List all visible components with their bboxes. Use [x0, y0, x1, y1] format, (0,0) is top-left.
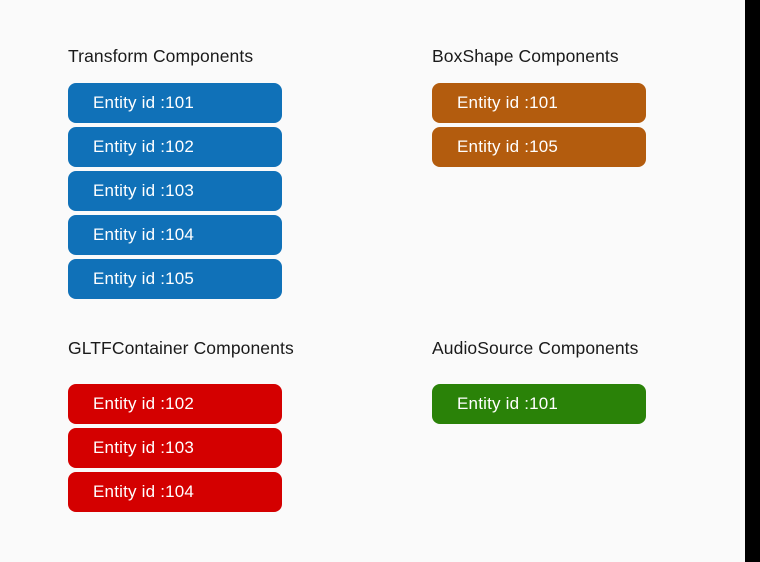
entity-chip[interactable]: Entity id :103 — [68, 428, 282, 468]
entity-chip[interactable]: Entity id :105 — [432, 127, 646, 167]
section-title-audiosource: AudioSource Components — [432, 338, 639, 358]
entity-chip[interactable]: Entity id :101 — [68, 83, 282, 123]
section-audiosource-components: AudioSource Components Entity id :101 — [432, 338, 646, 424]
entity-chip-label: Entity id :101 — [457, 394, 559, 413]
section-title-boxshape: BoxShape Components — [432, 46, 619, 66]
entity-chip-label: Entity id :102 — [93, 394, 195, 413]
entity-chip[interactable]: Entity id :103 — [68, 171, 282, 211]
entity-chip[interactable]: Entity id :105 — [68, 259, 282, 299]
entity-chip-label: Entity id :103 — [93, 181, 195, 200]
entity-chip[interactable]: Entity id :104 — [68, 472, 282, 512]
right-edge-bar — [745, 0, 760, 562]
entity-chip[interactable]: Entity id :104 — [68, 215, 282, 255]
entity-chip-label: Entity id :101 — [457, 93, 559, 112]
entity-chip-label: Entity id :101 — [93, 93, 195, 112]
entity-chip-label: Entity id :104 — [93, 225, 195, 244]
entity-chip-label: Entity id :102 — [93, 137, 195, 156]
entity-chip-label: Entity id :104 — [93, 482, 195, 501]
entity-list-audiosource: Entity id :101 — [432, 384, 646, 424]
entity-chip[interactable]: Entity id :102 — [68, 384, 282, 424]
entity-chip-label: Entity id :103 — [93, 438, 195, 457]
entity-chip-label: Entity id :105 — [93, 269, 195, 288]
section-title-gltfcontainer: GLTFContainer Components — [68, 338, 294, 358]
entity-chip[interactable]: Entity id :101 — [432, 384, 646, 424]
entity-chip-label: Entity id :105 — [457, 137, 559, 156]
entity-chip[interactable]: Entity id :101 — [432, 83, 646, 123]
section-title-transform: Transform Components — [68, 46, 254, 66]
entity-chip[interactable]: Entity id :102 — [68, 127, 282, 167]
